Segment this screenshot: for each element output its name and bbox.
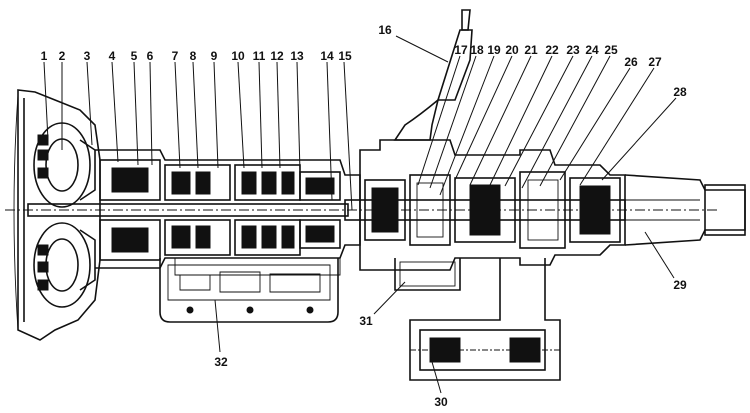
callout-30: 30 [434, 395, 448, 409]
callout-25: 25 [604, 43, 618, 57]
callout-28: 28 [673, 85, 687, 99]
callout-17: 17 [454, 43, 468, 57]
callout-11: 11 [253, 49, 266, 63]
callout-32: 32 [214, 355, 228, 369]
callout-24: 24 [585, 43, 599, 57]
callout-3: 3 [84, 49, 91, 63]
callout-4: 4 [109, 49, 116, 63]
callout-15: 15 [338, 49, 352, 63]
callout-8: 8 [190, 49, 197, 63]
callout-21: 21 [524, 43, 538, 57]
callout-18: 18 [470, 43, 484, 57]
callout-22: 22 [545, 43, 559, 57]
main-shaft [5, 199, 720, 221]
callout-19: 19 [487, 43, 501, 57]
valve-body-oil-pan [159, 258, 339, 323]
shift-lever [393, 9, 473, 141]
callout-2: 2 [59, 49, 66, 63]
callout-13: 13 [290, 49, 304, 63]
callout-23: 23 [566, 43, 580, 57]
callout-labels: 1 2 3 4 5 6 7 8 9 10 11 12 13 14 15 16 1… [41, 23, 687, 409]
callout-27: 27 [648, 55, 662, 69]
torque-converter-housing [13, 89, 101, 341]
callout-10: 10 [231, 49, 245, 63]
callout-9: 9 [211, 49, 218, 63]
torque-converter [33, 122, 96, 308]
callout-31: 31 [359, 314, 373, 328]
callout-14: 14 [320, 49, 334, 63]
callout-12: 12 [270, 49, 284, 63]
callout-7: 7 [172, 49, 179, 63]
clutch-pack-upper [99, 159, 341, 201]
callout-6: 6 [147, 49, 154, 63]
callout-29: 29 [673, 278, 687, 292]
front-drive-housing [394, 258, 561, 381]
callout-5: 5 [131, 49, 138, 63]
callout-26: 26 [624, 55, 638, 69]
callout-20: 20 [505, 43, 519, 57]
leader-lines [43, 35, 677, 394]
callout-16: 16 [378, 23, 392, 37]
transfer-case-housing [359, 139, 626, 271]
clutch-pack-lower [99, 219, 341, 261]
callout-1: 1 [41, 49, 48, 63]
extension-housing [624, 174, 746, 246]
